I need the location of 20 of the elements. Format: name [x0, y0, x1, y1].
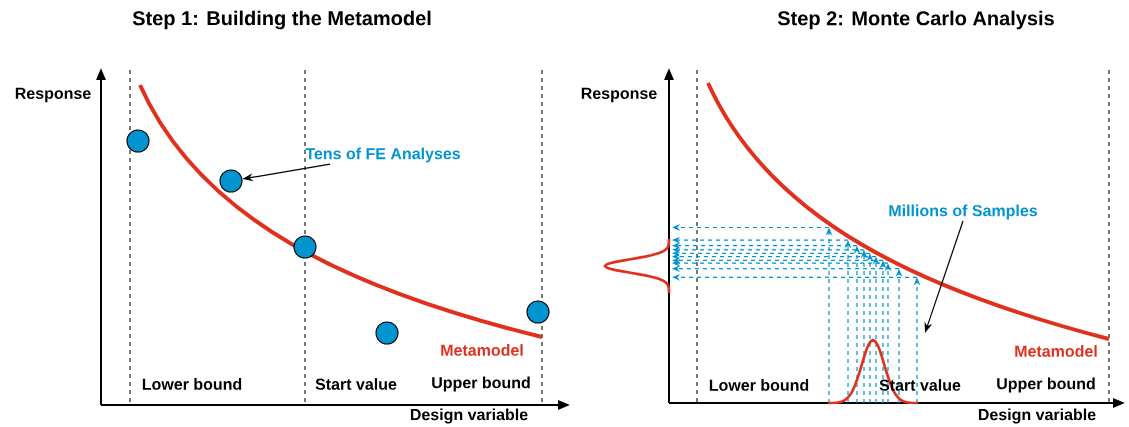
data-point — [219, 169, 243, 193]
callout-text: Tens of FE Analyses — [305, 147, 460, 163]
data-point — [293, 235, 317, 259]
curve-label: Metamodel — [441, 344, 523, 356]
axis-label: Start value — [315, 378, 397, 390]
axis-label: Response — [15, 87, 91, 103]
data-point — [526, 300, 550, 324]
callout-text: Millions of Samples — [889, 204, 1037, 220]
axis-label: Design variable — [978, 408, 1096, 424]
axis-label: Lower bound — [709, 379, 809, 391]
axis-label: Design variable — [410, 408, 528, 424]
curve-label: Metamodel — [1015, 345, 1097, 357]
panel-title: Step 2: Monte Carlo Analysis — [777, 10, 1054, 30]
axis-label: Lower bound — [142, 378, 242, 390]
axis-label: Response — [581, 87, 657, 103]
panel-title: Step 1: Building the Metamodel — [132, 10, 431, 30]
data-point — [126, 129, 150, 153]
axis-label: Upper bound — [432, 376, 530, 392]
axis-label: Upper bound — [997, 377, 1095, 393]
data-point — [375, 321, 399, 345]
